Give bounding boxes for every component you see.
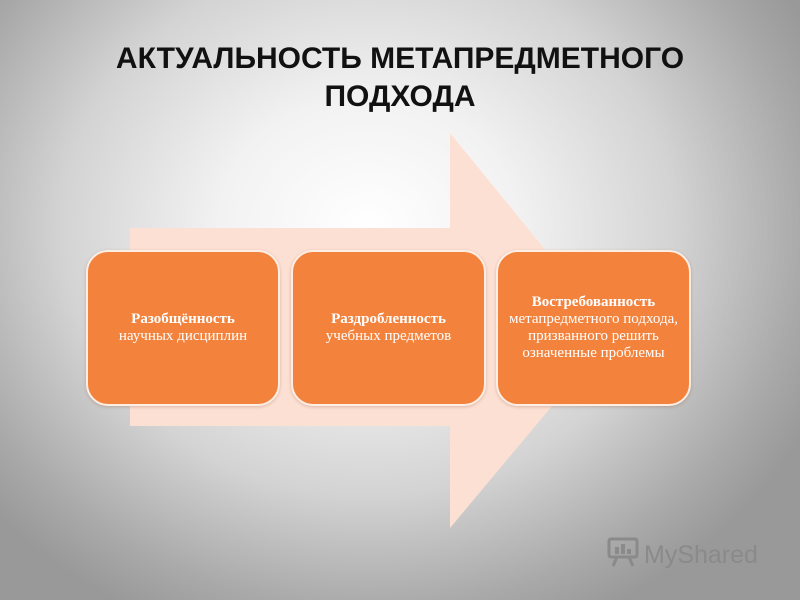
- presentation-board-icon: [606, 535, 644, 576]
- watermark-text: MyShared: [644, 541, 758, 569]
- card-fragmentation: Раздробленность учебных предметов: [291, 250, 486, 406]
- card-fragmentation-text: учебных предметов: [325, 328, 452, 344]
- card-disunity-heading: Разобщённость: [131, 311, 235, 327]
- card-fragmentation-heading: Раздробленность: [331, 311, 446, 327]
- title-line-2: ПОДХОДА: [324, 80, 476, 113]
- card-demand-heading: Востребованность: [531, 294, 656, 310]
- card-demand-text: метапредметного подхода, призванного реш…: [509, 311, 678, 361]
- title-line-1: АКТУАЛЬНОСТЬ МЕТАПРЕДМЕТНОГО: [115, 42, 685, 75]
- card-disunity: Разобщённость научных дисциплин: [86, 250, 280, 406]
- card-disunity-text: научных дисциплин: [118, 328, 248, 344]
- myshared-watermark: MyShared: [606, 535, 758, 576]
- slide-title: АКТУАЛЬНОСТЬ МЕТАПРЕДМЕТНОГО ПОДХОДА: [40, 40, 760, 116]
- card-demand: Востребованность метапредметного подхода…: [496, 250, 691, 406]
